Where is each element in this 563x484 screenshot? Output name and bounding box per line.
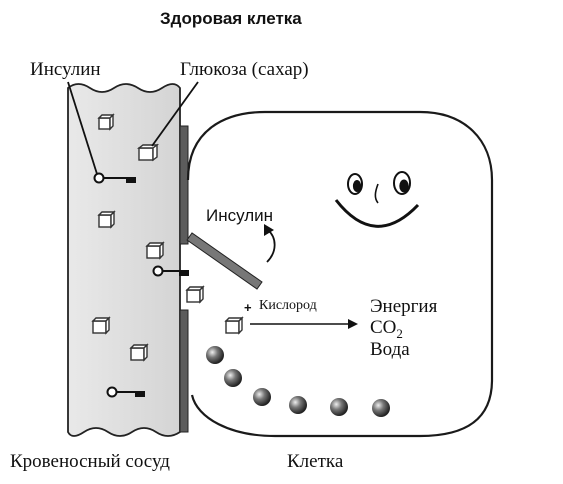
co2-label: CO2 <box>370 318 403 340</box>
diagram-title: Здоровая клетка <box>160 9 302 28</box>
oxygen-label: Кислород <box>259 298 317 313</box>
energy-label: Энергия <box>370 296 438 317</box>
co2-main: CO <box>370 317 397 338</box>
glucose-cubes <box>91 113 244 362</box>
arrow-to-products-head <box>348 319 358 329</box>
curved-arrow-head <box>264 224 274 236</box>
sphere <box>206 346 224 364</box>
sphere <box>330 398 348 416</box>
curved-arrow <box>266 229 276 263</box>
glucose-cube <box>136 143 160 162</box>
sphere <box>253 388 271 406</box>
cell-membrane <box>186 110 494 438</box>
glucose-cube <box>91 316 111 335</box>
insulin-key <box>93 172 136 184</box>
vessel-wall-lower <box>179 309 189 433</box>
glucose-cube <box>224 316 244 335</box>
cell-spheres <box>206 346 390 417</box>
glucose-pointer-line <box>151 81 199 147</box>
glucose-cube <box>145 241 165 260</box>
smiley-face <box>334 171 420 228</box>
glucose-label: Глюкоза (сахар) <box>180 59 309 80</box>
glucose-cube <box>185 285 205 304</box>
insulin-pointer-line <box>67 81 98 175</box>
insulin-key <box>152 265 189 277</box>
water-label: Вода <box>370 339 410 360</box>
insulin-label-top: Инсулин <box>30 59 101 80</box>
insulin-receptor-door <box>186 232 263 290</box>
glucose-cube <box>97 113 115 131</box>
glucose-cube <box>97 210 116 229</box>
plus-sign: + <box>244 300 252 315</box>
vessel-wall-upper <box>179 125 189 245</box>
insulin-key <box>106 386 145 398</box>
sphere <box>289 396 307 414</box>
sphere <box>372 399 390 417</box>
glucose-cube <box>129 343 149 362</box>
insulin-label-middle: Инсулин <box>206 206 274 225</box>
sphere <box>224 369 242 387</box>
co2-subscript: 2 <box>396 325 403 341</box>
cell-label: Клетка <box>287 451 344 472</box>
blood-vessel-label: Кровеносный сосуд <box>10 451 170 472</box>
